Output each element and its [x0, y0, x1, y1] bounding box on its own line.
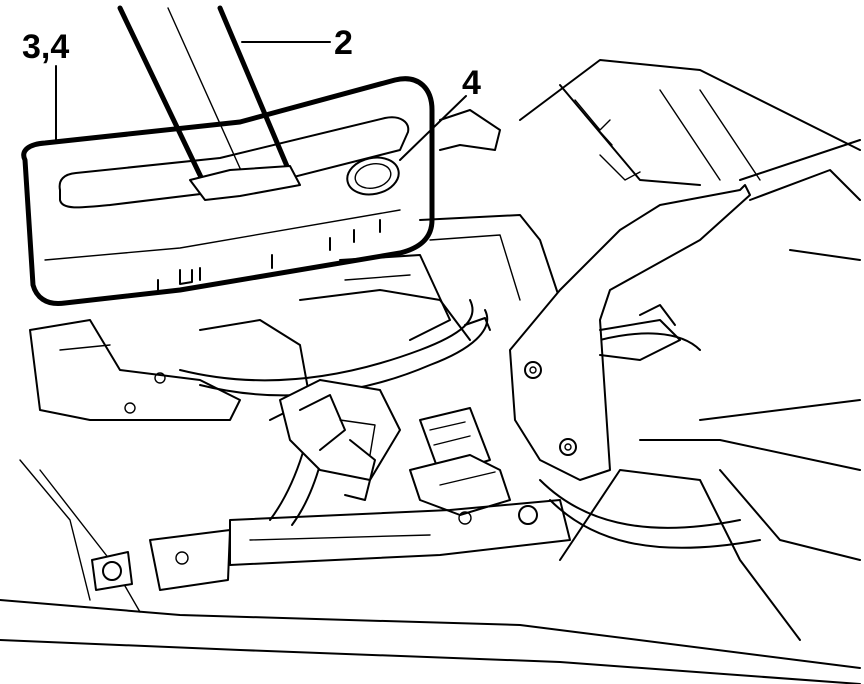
mounting-plate — [91, 499, 571, 591]
body-structure-right — [519, 59, 861, 641]
electrical-connector — [409, 407, 511, 525]
floor-panel — [0, 459, 861, 684]
bezel-trim — [439, 109, 501, 151]
lever-mechanism-base — [29, 214, 561, 421]
leader-lines — [55, 41, 467, 161]
connector-bracket — [279, 379, 401, 501]
shift-bracket-plate — [509, 184, 751, 481]
callout-label-3-4: 3,4 — [22, 28, 69, 66]
callout-label-4: 4 — [462, 64, 481, 102]
console-tray — [21, 76, 435, 307]
callout-label-2: 2 — [334, 24, 353, 62]
shift-lever-rod — [117, 5, 295, 199]
